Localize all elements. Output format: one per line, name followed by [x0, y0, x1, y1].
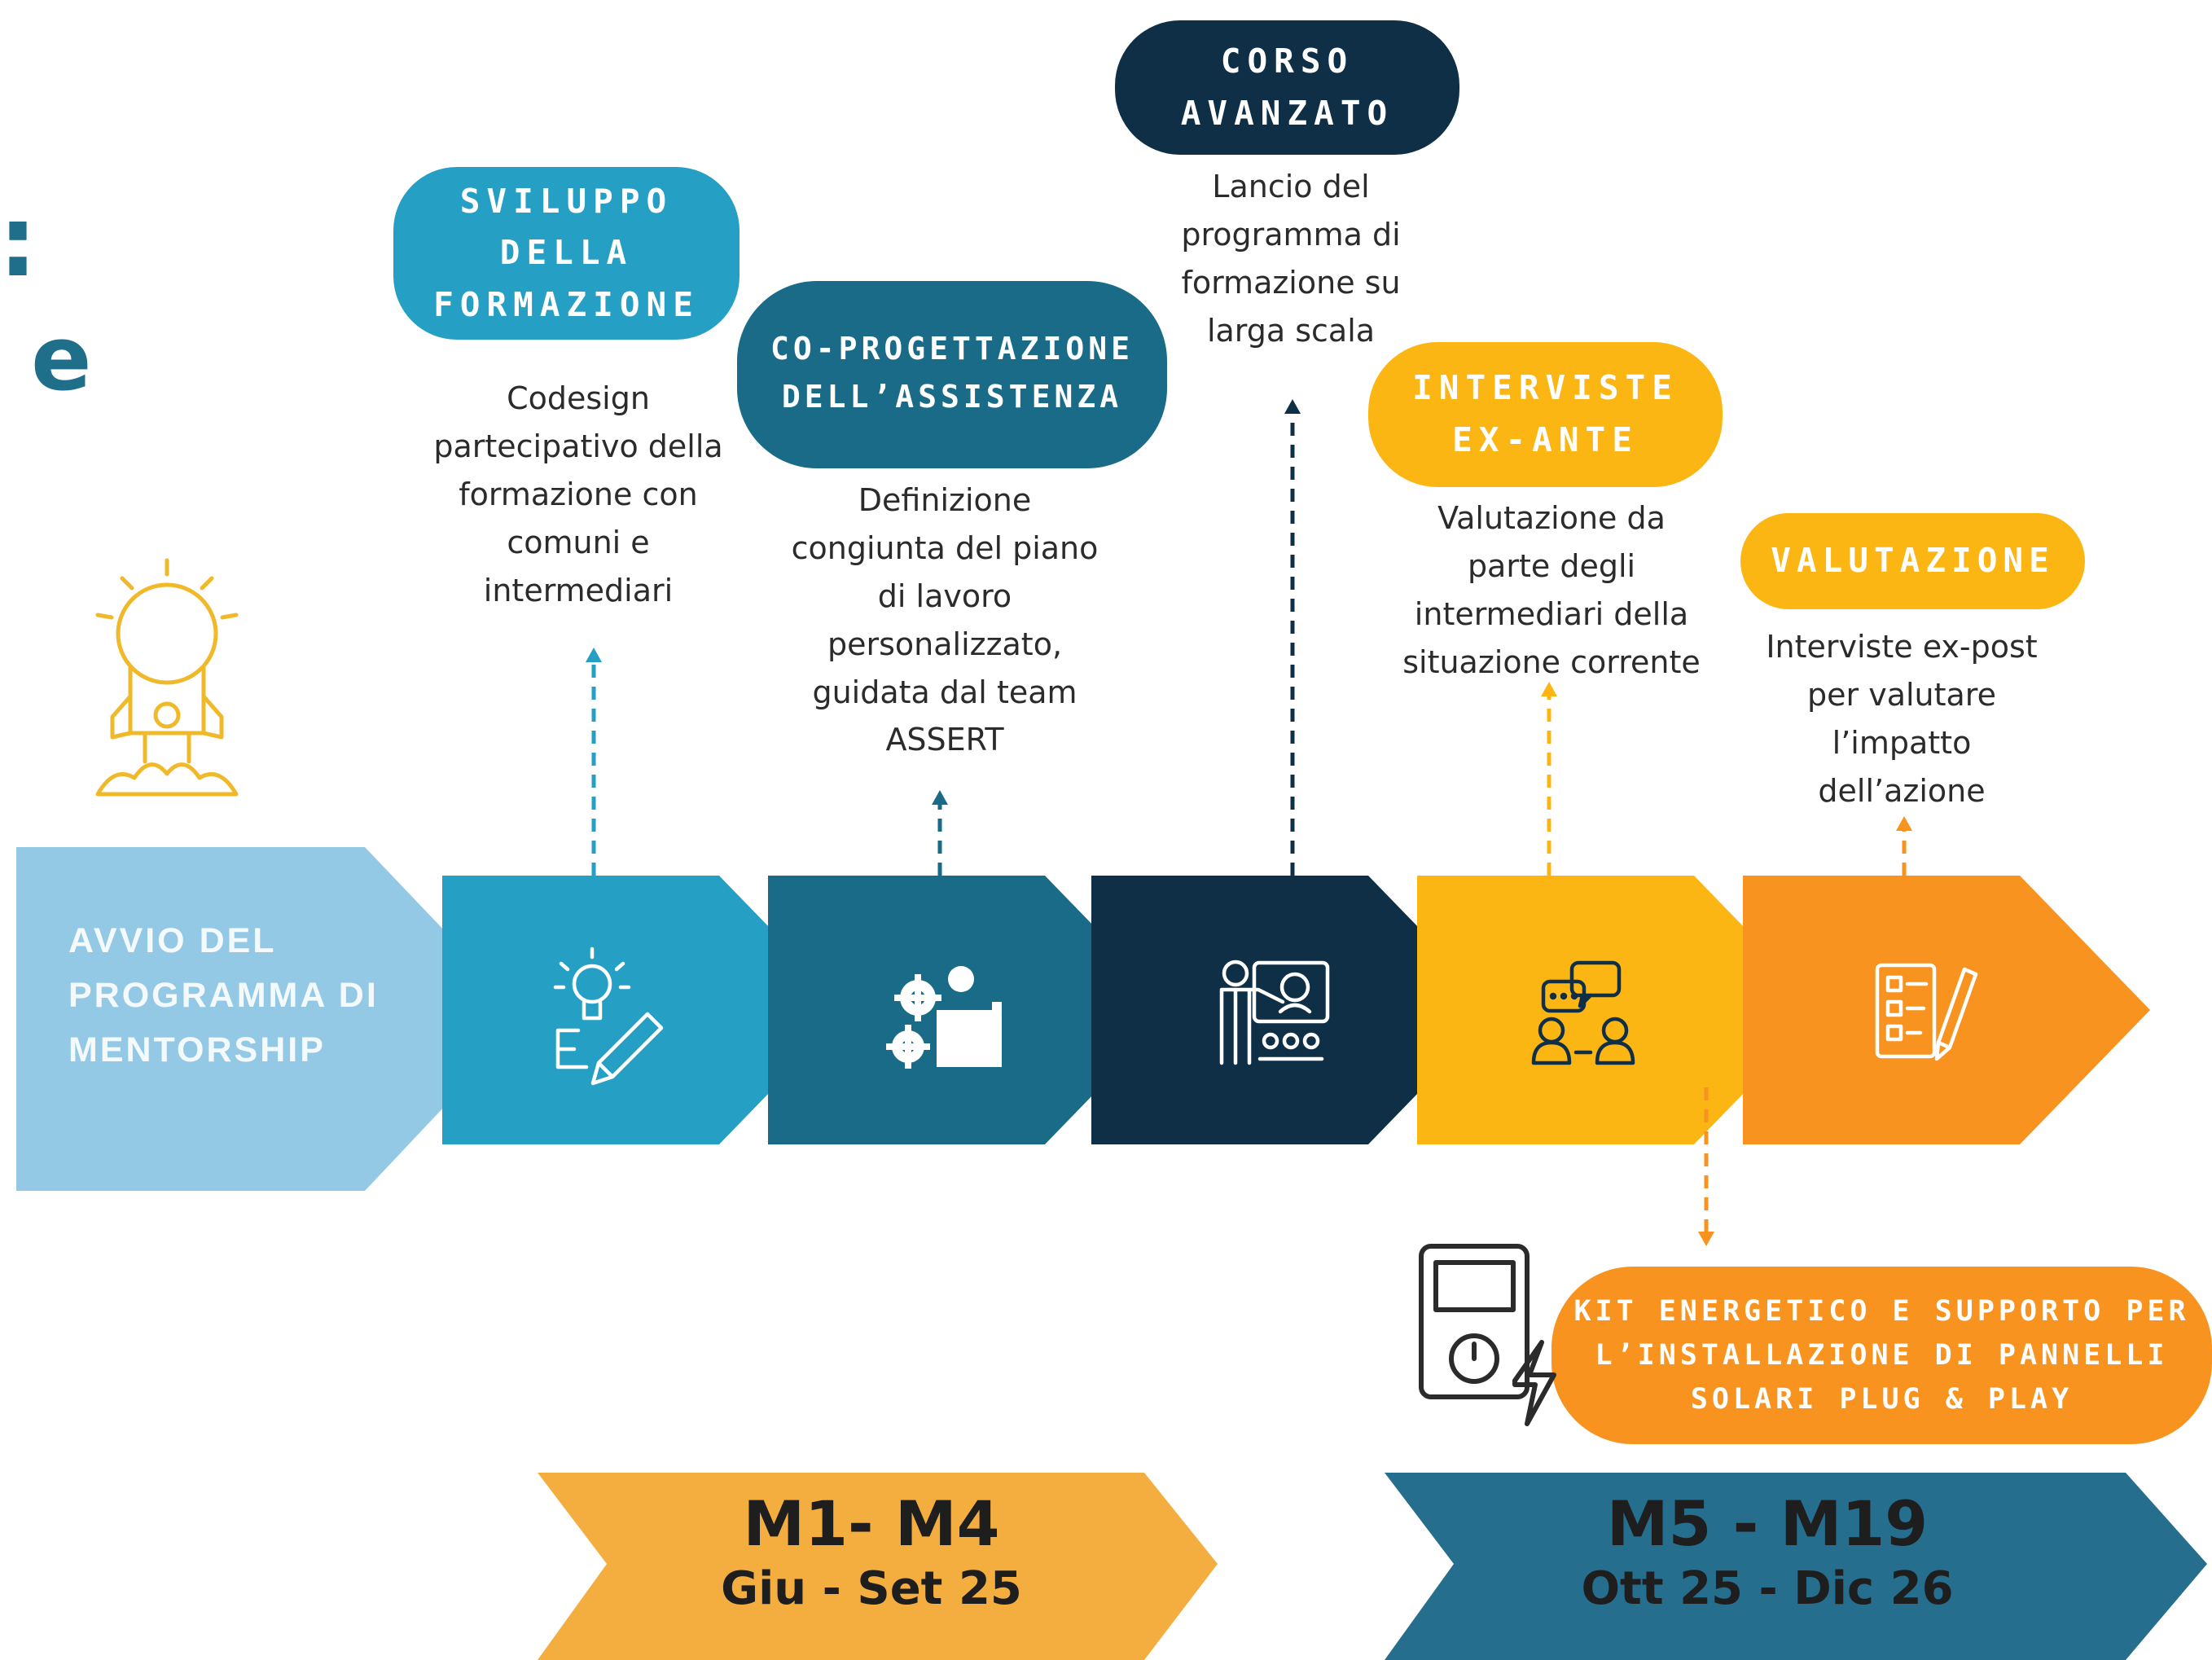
- pill-coprog: CO-PROGETTAZIONE DELL’ASSISTENZA: [737, 300, 1167, 446]
- pill-kit-bg: [1551, 1267, 2212, 1444]
- arrowhead-sviluppo: [586, 648, 602, 662]
- period-m5-m19: M5 - M19 Ott 25 - Dic 26: [1490, 1487, 2044, 1618]
- pill-sviluppo-line: FORMAZIONE: [433, 284, 700, 324]
- pill-sviluppo-line: DELLA: [499, 233, 634, 273]
- pill-kit-line: L’INSTALLAZIONE DI PANNELLI: [1595, 1338, 2169, 1372]
- desc-sviluppo-line: formazione con: [459, 476, 698, 512]
- period-arrow-m5-m19: [1385, 1473, 2207, 1660]
- desc-corso-line: Lancio del: [1212, 169, 1370, 204]
- pill-corso-line: CORSO: [1220, 41, 1354, 81]
- interview-chat-icon: [1531, 960, 1635, 1065]
- arrowhead-valutazione: [1896, 816, 1912, 831]
- start-label: AVVIO DEL PROGRAMMA DI MENTORSHIP: [68, 914, 379, 1078]
- period-dates: Giu - Set 25: [721, 1562, 1022, 1616]
- pill-coprog-line: DELL’ASSISTENZA: [781, 379, 1123, 415]
- pill-exante-line: EX-ANTE: [1452, 420, 1639, 459]
- desc-corso-line: larga scala: [1206, 312, 1376, 349]
- start-label-line: MENTORSHIP: [68, 1030, 326, 1070]
- pill-sviluppo-bg: [393, 167, 740, 340]
- pill-valutazione: VALUTAZIONE: [1740, 513, 2085, 609]
- start-label-line: PROGRAMMA DI: [68, 976, 379, 1016]
- pill-exante-bg: [1368, 342, 1723, 487]
- pill-kit: KIT ENERGETICO E SUPPORTO PER L’INSTALLA…: [1551, 1267, 2212, 1444]
- chevron-start: [16, 847, 528, 1191]
- period-dates: Ott 25 - Dic 26: [1581, 1562, 1954, 1616]
- chevron-corso: [1091, 876, 1499, 1144]
- arrowhead-corso: [1284, 399, 1301, 414]
- desc-valutazione-line: l’impatto: [1832, 724, 1972, 761]
- pill-corso-line: AVANZATO: [1180, 93, 1394, 133]
- desc-sviluppo-line: comuni e: [507, 524, 650, 560]
- pill-exante: INTERVISTE EX-ANTE: [1368, 342, 1723, 487]
- rocket-lightbulb-icon: [95, 558, 239, 797]
- desc-corso-line: programma di: [1181, 216, 1401, 253]
- desc-sviluppo-line: partecipativo della: [433, 428, 723, 464]
- desc-coprog-line: di lavoro: [877, 577, 1012, 614]
- pill-corso: CORSO AVANZATO: [1115, 20, 1459, 155]
- desc-corso: Lancio del programma di formazione su la…: [1124, 163, 1458, 355]
- desc-exante: Valutazione da parte degli intermediari …: [1372, 494, 1731, 687]
- pill-coprog-line: CO-PROGETTAZIONE: [770, 331, 1135, 367]
- desc-sviluppo: Codesign partecipativo della formazione …: [399, 375, 757, 614]
- arrowhead-coprog: [932, 790, 948, 805]
- checklist-icon: [1875, 963, 1978, 1061]
- period-code: M1- M4: [743, 1487, 1000, 1560]
- desc-valutazione-line: dell’azione: [1818, 772, 1986, 809]
- desc-coprog-line: ASSERT: [885, 722, 1004, 758]
- fragment-colon: :: [0, 186, 37, 299]
- desc-exante-line: Valutazione da: [1437, 500, 1666, 536]
- desc-coprog-line: guidata dal team: [812, 674, 1077, 710]
- presentation-training-icon: [1219, 960, 1330, 1065]
- desc-exante-line: situazione corrente: [1402, 643, 1701, 680]
- desc-valutazione-line: per valutare: [1807, 676, 1996, 713]
- pill-valutazione-line: VALUTAZIONE: [1771, 541, 2055, 581]
- desc-coprog-line: personalizzato,: [827, 626, 1063, 662]
- desc-coprog: Definizione congiunta del piano di lavor…: [761, 476, 1128, 764]
- desc-valutazione: Interviste ex-post per valutare l’impatt…: [1735, 623, 2069, 815]
- arrowhead-exante: [1541, 682, 1557, 696]
- pill-corso-bg: [1115, 20, 1459, 155]
- energy-meter-icon: [1419, 1244, 1556, 1426]
- pill-kit-line: KIT ENERGETICO E SUPPORTO PER: [1573, 1294, 2190, 1328]
- desc-coprog-line: Definizione: [858, 482, 1032, 518]
- desc-sviluppo-line: intermediari: [483, 572, 674, 608]
- desc-valutazione-line: Interviste ex-post: [1766, 629, 2038, 665]
- pill-valutazione-bg: [1740, 513, 2085, 609]
- pill-kit-line: SOLARI PLUG & PLAY: [1690, 1383, 2074, 1416]
- pill-sviluppo-line: SVILUPPO: [459, 181, 674, 221]
- desc-sviluppo-line: Codesign: [507, 380, 650, 416]
- start-label-line: AVVIO DEL: [68, 921, 277, 960]
- chevron-sviluppo: [442, 876, 849, 1144]
- desc-coprog-line: congiunta del piano: [791, 529, 1099, 566]
- gears-planning-icon: [886, 966, 1002, 1069]
- period-code: M5 - M19: [1606, 1487, 1929, 1560]
- desc-exante-line: intermediari della: [1414, 595, 1689, 632]
- desc-exante-line: parte degli: [1467, 547, 1636, 584]
- desc-corso-line: formazione su: [1181, 264, 1401, 301]
- pill-sviluppo: SVILUPPO DELLA FORMAZIONE: [393, 167, 740, 340]
- pill-coprog-bg: [737, 281, 1167, 468]
- idea-pencil-icon: [553, 946, 664, 1086]
- chevron-valutazione: [1743, 876, 2150, 1144]
- period-arrow-m1-m4: [538, 1473, 1218, 1660]
- arrowhead-kit: [1698, 1232, 1714, 1246]
- pill-exante-line: INTERVISTE: [1412, 368, 1679, 408]
- period-m1-m4: M1- M4 Giu - Set 25: [643, 1487, 1099, 1618]
- chevron-exante: [1417, 876, 1824, 1144]
- fragment-letter: e: [31, 306, 92, 411]
